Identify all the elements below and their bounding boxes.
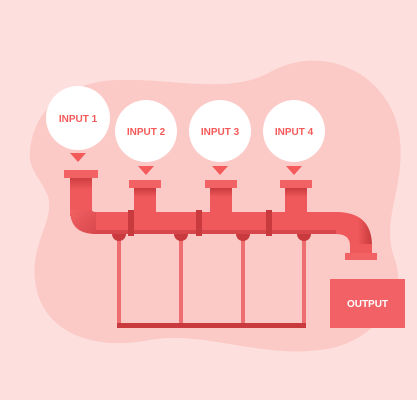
input-arrow-3 xyxy=(212,166,228,175)
support-leg-1 xyxy=(117,234,121,326)
input-bubble-1: INPUT 1 xyxy=(46,86,110,162)
input-bubble-4: INPUT 4 xyxy=(263,100,325,175)
inlet-elbow-1 xyxy=(70,210,96,234)
input-bubble-3: INPUT 3 xyxy=(189,100,251,175)
inlet-3 xyxy=(205,180,237,214)
inlet-pipe-2 xyxy=(134,188,156,214)
main-pipe-shadow xyxy=(92,230,340,234)
support-frame xyxy=(117,234,306,328)
outlet-flange xyxy=(345,253,377,260)
inlet-flange-3 xyxy=(205,180,237,188)
inlet-pipe-1 xyxy=(70,176,92,216)
input-bubble-2: INPUT 2 xyxy=(115,100,177,175)
inlet-2 xyxy=(129,180,161,214)
outlet-elbow xyxy=(336,212,372,246)
pipe-joint-2 xyxy=(174,234,188,241)
support-leg-2 xyxy=(179,234,183,326)
inlet-flange-1 xyxy=(64,170,98,178)
output-box xyxy=(330,279,405,328)
support-leg-3 xyxy=(241,234,245,326)
main-pipe xyxy=(92,212,340,234)
inlet-flange-4 xyxy=(280,180,312,188)
input-label-1: INPUT 1 xyxy=(59,114,98,125)
input-arrow-4 xyxy=(286,166,302,175)
input-arrow-2 xyxy=(138,166,154,175)
input-bubble-circle-1 xyxy=(46,86,110,150)
support-leg-4 xyxy=(302,234,306,326)
pipe-collar-3 xyxy=(266,210,272,236)
input-label-4: INPUT 4 xyxy=(275,127,314,138)
pipe-joint-3 xyxy=(236,234,250,241)
pipe-collar-1 xyxy=(128,210,134,236)
pipe-joint-4 xyxy=(297,234,311,241)
inlet-flange-2 xyxy=(129,180,161,188)
pipe-collar-2 xyxy=(196,210,202,236)
input-label-2: INPUT 2 xyxy=(127,127,166,138)
inlet-pipe-3 xyxy=(210,188,232,214)
inlet-4 xyxy=(280,180,312,214)
inlet-pipe-4 xyxy=(285,188,307,214)
input-bubble-circle-4 xyxy=(263,100,325,162)
support-base xyxy=(117,323,306,328)
input-arrow-1 xyxy=(70,153,86,162)
input-bubble-circle-3 xyxy=(189,100,251,162)
input-label-3: INPUT 3 xyxy=(201,127,240,138)
output-label: OUTPUT xyxy=(347,299,388,310)
input-bubble-circle-2 xyxy=(115,100,177,162)
outlet-pipe xyxy=(350,244,372,254)
pipe-joint-1 xyxy=(112,234,126,241)
